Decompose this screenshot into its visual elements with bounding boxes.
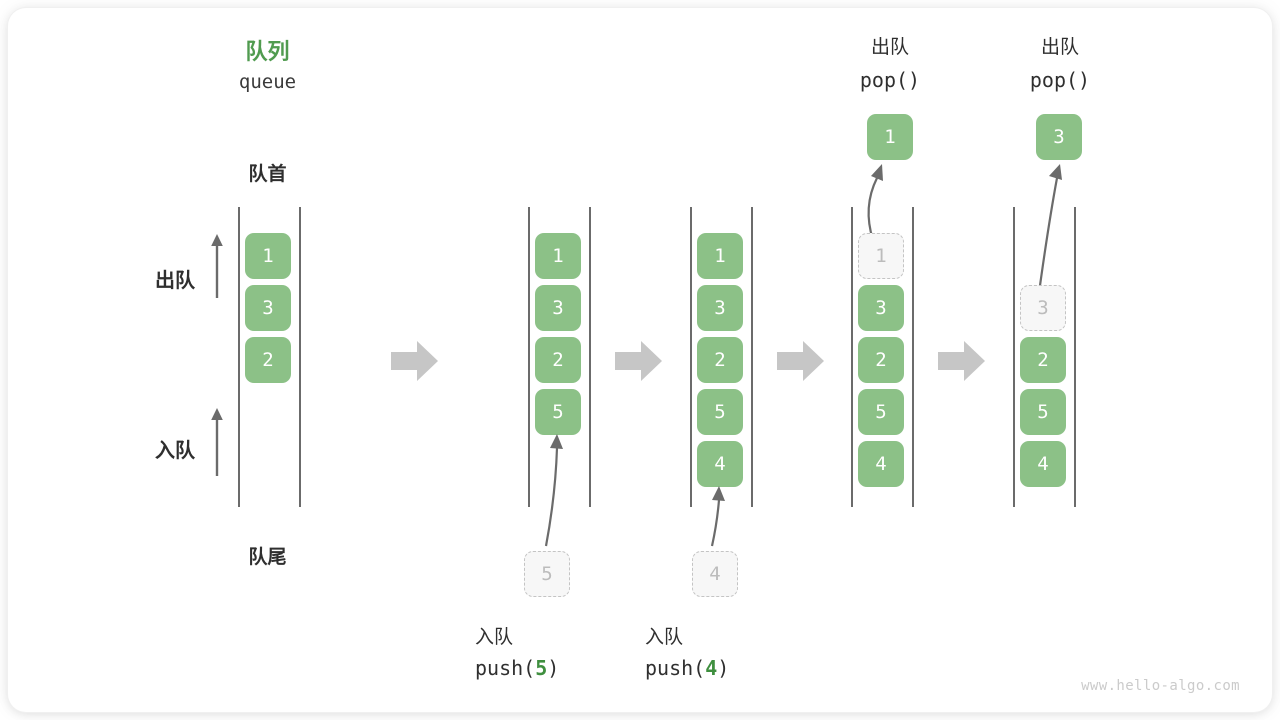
pop-header-cn: 出队 bbox=[1040, 37, 1079, 58]
queue-cell: 2 bbox=[535, 337, 581, 383]
enqueue-side-label: 入队 bbox=[155, 440, 195, 462]
pop-header-cn: 出队 bbox=[870, 37, 909, 58]
queue-cell: 1 bbox=[245, 233, 291, 279]
queue-cell: 2 bbox=[1020, 337, 1066, 383]
push-caption-cn: 入队 bbox=[475, 627, 514, 648]
queue-cell-removed: 3 bbox=[1020, 285, 1066, 331]
queue-cell: 3 bbox=[858, 285, 904, 331]
flow-arrow-icon bbox=[777, 341, 824, 381]
flow-arrow-icon bbox=[938, 341, 985, 381]
popped-cell: 1 bbox=[867, 114, 913, 160]
queue-cell-pushed: 5 bbox=[535, 389, 581, 435]
queue-cell: 3 bbox=[245, 285, 291, 331]
push-code-prefix: push( bbox=[645, 656, 706, 680]
push-caption-cn: 入队 bbox=[645, 627, 684, 648]
queue-title-cn: 队列 bbox=[245, 39, 290, 64]
push-caption-code: push(5) bbox=[475, 656, 665, 680]
push-caption-code: push(4) bbox=[645, 656, 835, 680]
queue-rail-left bbox=[690, 207, 692, 507]
push-code-prefix: push( bbox=[475, 656, 536, 680]
push-code-suffix: ) bbox=[547, 656, 560, 680]
queue-rail-right bbox=[589, 207, 591, 507]
queue-cell-removed: 1 bbox=[858, 233, 904, 279]
push-code-arg: 4 bbox=[705, 656, 718, 680]
pop-arrow-icon bbox=[867, 164, 883, 241]
queue-rail-right bbox=[912, 207, 914, 507]
queue-cell: 4 bbox=[1020, 441, 1066, 487]
queue-cell-pushed: 4 bbox=[697, 441, 743, 487]
pop-header-code: pop() bbox=[1029, 68, 1091, 92]
queue-cell: 2 bbox=[697, 337, 743, 383]
pending-push-cell: 5 bbox=[524, 551, 570, 597]
popped-cell: 3 bbox=[1036, 114, 1082, 160]
queue-rail-right bbox=[751, 207, 753, 507]
dequeue-side-label: 出队 bbox=[155, 270, 195, 292]
pop-arrow-icon bbox=[1036, 164, 1062, 301]
pending-push-cell: 4 bbox=[692, 551, 738, 597]
flow-arrow-icon bbox=[615, 341, 662, 381]
queue-cell: 2 bbox=[858, 337, 904, 383]
queue-cell: 1 bbox=[697, 233, 743, 279]
push-code-arg: 5 bbox=[535, 656, 548, 680]
queue-rail-right bbox=[1074, 207, 1076, 507]
pop-header-code: pop() bbox=[859, 68, 921, 92]
watermark: www.hello-algo.com bbox=[1081, 678, 1240, 694]
queue-rail-right bbox=[299, 207, 301, 507]
queue-cell: 5 bbox=[1020, 389, 1066, 435]
enqueue-direction-arrow-icon bbox=[211, 408, 223, 476]
queue-cell: 5 bbox=[697, 389, 743, 435]
queue-rail-left bbox=[851, 207, 853, 507]
queue-cell: 3 bbox=[535, 285, 581, 331]
queue-cell: 5 bbox=[858, 389, 904, 435]
flow-arrow-icon bbox=[391, 341, 438, 381]
queue-rear-label: 队尾 bbox=[248, 547, 287, 568]
queue-rail-left bbox=[1013, 207, 1015, 507]
queue-front-label: 队首 bbox=[248, 164, 287, 185]
queue-title-en: queue bbox=[238, 71, 297, 93]
queue-cell: 4 bbox=[858, 441, 904, 487]
queue-rail-left bbox=[528, 207, 530, 507]
queue-rail-left bbox=[238, 207, 240, 507]
push-code-suffix: ) bbox=[717, 656, 730, 680]
dequeue-direction-arrow-icon bbox=[211, 234, 223, 298]
queue-cell: 2 bbox=[245, 337, 291, 383]
queue-cell: 1 bbox=[535, 233, 581, 279]
queue-cell: 3 bbox=[697, 285, 743, 331]
push-arrow-icon bbox=[710, 486, 725, 547]
push-arrow-icon bbox=[544, 434, 563, 547]
